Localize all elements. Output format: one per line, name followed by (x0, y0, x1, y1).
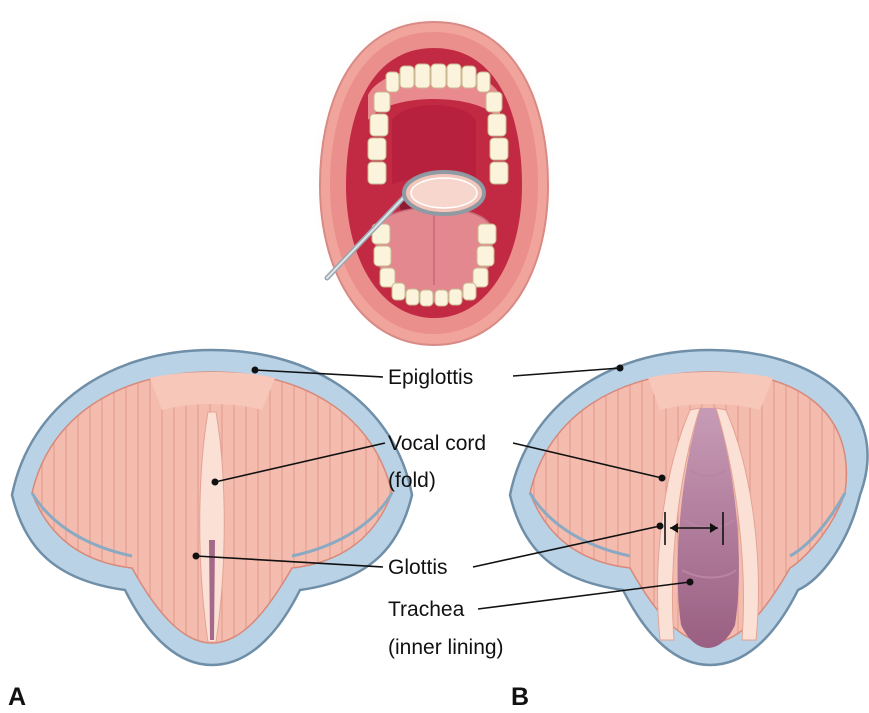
label-vocal-cord-sub: (fold) (388, 469, 436, 492)
label-trachea: Trachea (388, 598, 465, 621)
label-trachea-sub: (inner lining) (388, 636, 504, 659)
label-glottis: Glottis (388, 556, 448, 579)
label-vocal-cord: Vocal cord (388, 432, 486, 455)
larynx-b-open (510, 350, 868, 665)
label-epiglottis: Epiglottis (388, 366, 473, 389)
panel-label-b: B (511, 683, 529, 711)
larynx-a-closed (12, 350, 412, 665)
panel-label-a: A (8, 683, 26, 711)
open-mouth-illustration (309, 5, 559, 355)
